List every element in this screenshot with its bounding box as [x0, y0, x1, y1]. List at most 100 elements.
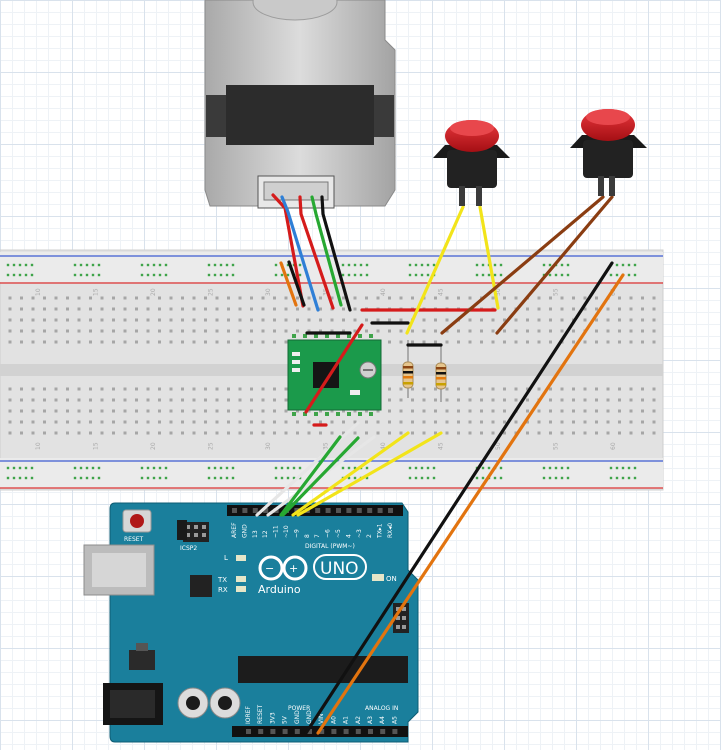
rail-hole — [548, 263, 552, 267]
breadboard-hole — [123, 307, 127, 311]
rail-hole — [146, 273, 150, 277]
breadboard-hole — [503, 409, 506, 413]
rail-hole — [231, 466, 235, 470]
breadboard-hole — [284, 387, 288, 391]
digital-header-hole — [232, 508, 237, 513]
digital-header-hole — [377, 508, 383, 513]
breadboard-hole — [284, 340, 288, 344]
digital-pin-label: GND — [241, 524, 248, 538]
breadboard-hole — [445, 318, 449, 322]
breadboard-hole — [89, 420, 92, 424]
breadboard-hole — [376, 420, 380, 424]
breadboard-hole — [445, 329, 449, 333]
breadboard-hole — [284, 409, 288, 413]
button-1-leg-b — [476, 186, 482, 206]
breadboard-hole — [89, 409, 92, 413]
breadboard-hole — [158, 420, 161, 424]
wire-black-gnd — [304, 261, 614, 735]
breadboard-hole — [560, 409, 564, 413]
arduino-logo-text: Arduino — [258, 583, 301, 596]
rail-hole — [274, 466, 278, 470]
column-number: 30 — [265, 288, 272, 296]
breadboard-hole — [100, 296, 104, 300]
driver-smd-4 — [350, 390, 360, 395]
breadboard-hole — [399, 387, 403, 391]
breadboard-hole — [66, 431, 69, 435]
breadboard-hole — [261, 398, 265, 402]
reset-button-cap[interactable] — [130, 514, 144, 528]
rail-hole — [280, 273, 284, 277]
breadboard-hole — [250, 296, 253, 300]
breadboard-hole — [238, 409, 242, 413]
breadboard-hole — [261, 318, 265, 322]
breadboard-hole — [342, 296, 345, 300]
breadboard-hole — [342, 318, 345, 322]
breadboard-hole — [181, 318, 184, 322]
breadboard-hole — [583, 420, 587, 424]
rail-hole — [420, 263, 424, 267]
rail-hole — [341, 466, 345, 470]
breadboard-hole — [77, 398, 81, 402]
breadboard-hole — [353, 431, 357, 435]
rail-hole — [30, 273, 34, 277]
rail-hole — [231, 273, 235, 277]
driver-pin — [314, 412, 318, 416]
rail-hole — [24, 263, 28, 267]
rail-hole — [554, 273, 558, 277]
breadboard-hole — [457, 387, 460, 391]
breadboard-hole — [595, 409, 598, 413]
breadboard-hole — [629, 296, 633, 300]
rail-hole — [475, 263, 479, 267]
breadboard-hole — [204, 387, 207, 391]
breadboard-hole — [641, 329, 644, 333]
breadboard-hole — [641, 420, 644, 424]
breadboard-hole — [135, 420, 138, 424]
breadboard-hole — [583, 431, 587, 435]
breadboard-hole — [606, 329, 610, 333]
breadboard-hole — [629, 329, 633, 333]
breadboard-hole — [468, 296, 472, 300]
digital-pin-label: ~11 — [273, 525, 280, 538]
power-jack-inner — [110, 690, 155, 718]
breadboard-hole — [227, 431, 230, 435]
push-button-1[interactable] — [433, 120, 510, 206]
breadboard-hole — [468, 431, 472, 435]
breadboard-hole — [549, 431, 552, 435]
power-pin-label: RESET — [257, 704, 264, 724]
breadboard-hole — [227, 296, 230, 300]
breadboard-hole — [365, 420, 368, 424]
rail-hole — [146, 263, 150, 267]
rail-hole — [609, 476, 613, 480]
led-rx — [236, 586, 246, 592]
rail-hole — [286, 263, 290, 267]
rail-hole — [298, 263, 302, 267]
digital-header-hole — [263, 508, 269, 513]
breadboard-hole — [434, 318, 437, 322]
rail-hole — [207, 466, 211, 470]
stepper-driver-module — [287, 334, 382, 416]
digital-header-hole — [388, 508, 393, 513]
breadboard-hole — [457, 409, 460, 413]
breadboard-hole — [549, 409, 552, 413]
breadboard-hole — [629, 420, 633, 424]
breadboard-hole — [514, 398, 518, 402]
breadboard-hole — [215, 296, 219, 300]
regulator-tab — [136, 643, 148, 651]
driver-pin — [347, 412, 351, 416]
breadboard-hole — [273, 307, 276, 311]
digital-pin-label: ~5 — [335, 529, 342, 538]
breadboard-hole — [445, 296, 449, 300]
breadboard-hole — [123, 318, 127, 322]
breadboard-hole — [330, 409, 334, 413]
push-button-2[interactable] — [570, 109, 647, 196]
rail-hole — [79, 476, 83, 480]
breadboard-hole — [43, 296, 46, 300]
breadboard-hole — [399, 431, 403, 435]
breadboard-hole — [273, 340, 276, 344]
icsp-pin — [194, 533, 198, 537]
breadboard-hole — [31, 431, 35, 435]
rail-hole — [432, 476, 436, 480]
breadboard-hole — [181, 340, 184, 344]
digital-pin-label: 7 — [314, 534, 321, 538]
breadboard-hole — [54, 318, 58, 322]
